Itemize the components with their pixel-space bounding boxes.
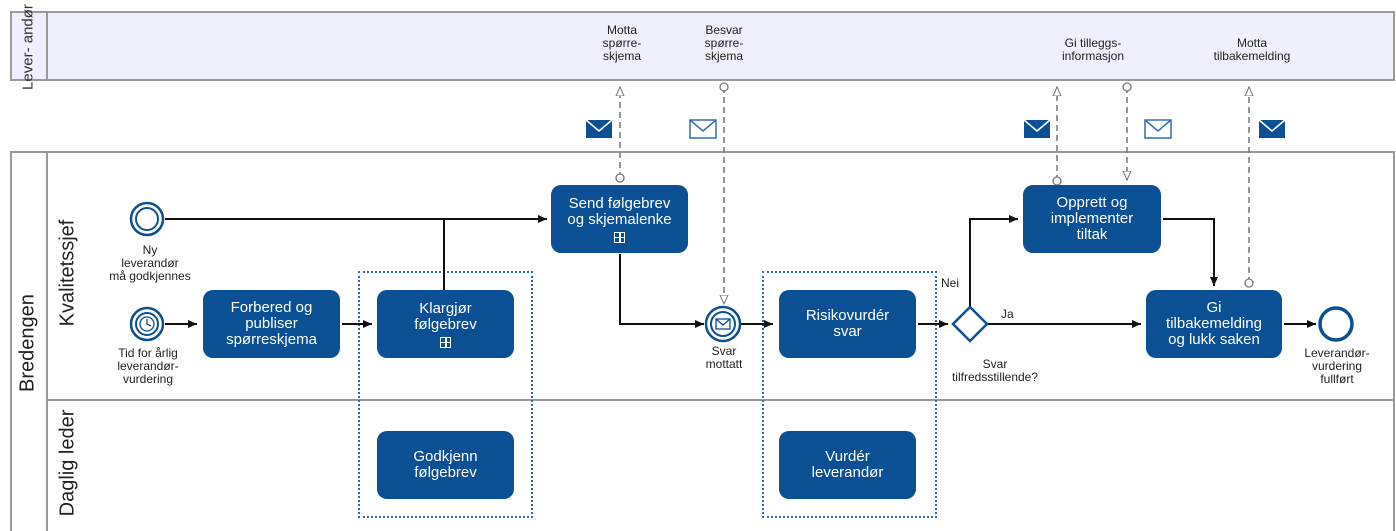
lane-separator (46, 399, 1393, 401)
exclusive-gateway[interactable] (951, 305, 989, 343)
task-label: Vurdér leverandør (811, 448, 884, 481)
supplier-pool: Lever- andør (10, 4, 1395, 90)
label-answer-questionnaire: Besvar spørre- skjema (704, 23, 744, 63)
company-pool-header: Bredengen (12, 153, 48, 531)
label-receive-feedback: Motta tilbakemelding (1213, 36, 1291, 63)
envelope-icon (715, 318, 731, 330)
task-send-letter[interactable]: Send følgebrev og skjemalenke (551, 185, 688, 253)
start-event-timer[interactable] (129, 306, 165, 342)
task-label: Gi tilbakemelding og lukk saken (1166, 299, 1262, 348)
task-label: Opprett og implementer tiltak (1050, 194, 1134, 243)
task-label: Godkjenn følgebrev (413, 448, 478, 481)
label-gateway-yes: Ja (1001, 307, 1014, 321)
task-label: Send følgebrev og skjemalenke (567, 194, 672, 228)
supplier-pool-header: Lever- andør (12, 4, 48, 90)
label-gateway: Svar tilfredsstillende? (951, 357, 1039, 384)
envelope-outline-icon (1144, 119, 1172, 139)
end-event[interactable] (1318, 306, 1354, 342)
sequence-flows (165, 215, 1316, 328)
label-gateway-no: Nei (941, 276, 960, 290)
message-flows (620, 87, 1249, 304)
plus-square-icon[interactable] (614, 231, 625, 243)
label-annual-timer: Tid for årlig leverandør- vurdering (117, 346, 179, 386)
start-event-new-supplier[interactable] (129, 201, 165, 237)
label-receive-questionnaire: Motta spørre- skjema (602, 23, 642, 63)
label-new-supplier: Ny leverandør må godkjennes (109, 243, 191, 283)
task-risk-assess[interactable]: Risikovurdér svar (779, 290, 916, 358)
task-prepare-letter[interactable]: Klargjør følgebrev (377, 290, 514, 358)
group-risk-assessment (762, 271, 937, 518)
envelope-filled-icon (585, 119, 613, 138)
task-label: Risikovurdér svar (805, 307, 890, 340)
flow-implement-to-feedback (1163, 218, 1218, 286)
task-approve-letter[interactable]: Godkjenn følgebrev (377, 431, 514, 499)
task-label: Klargjør følgebrev (414, 299, 477, 333)
task-prepare-publish[interactable]: Forbered og publiser spørreskjema (203, 290, 340, 358)
envelope-outline-icon (689, 119, 717, 139)
envelope-filled-icon (1258, 119, 1286, 138)
label-reply-received: Svar mottatt (705, 344, 743, 371)
message-flow-origins (615, 82, 1254, 288)
task-give-feedback[interactable]: Gi tilbakemelding og lukk saken (1146, 290, 1282, 358)
task-label: Forbered og publiser spørreskjema (226, 299, 317, 348)
intermediate-event-reply-received[interactable] (704, 305, 742, 343)
flow-send-to-reply (619, 254, 704, 328)
envelope-filled-icon (1023, 119, 1051, 138)
task-create-implement[interactable]: Opprett og implementer tiltak (1023, 185, 1161, 253)
flow-gateway-no (969, 215, 1018, 307)
plus-square-icon[interactable] (440, 336, 451, 348)
label-additional-info: Gi tilleggs- informasjon (1061, 36, 1125, 63)
group-letter-approval (358, 271, 533, 518)
label-end-event: Leverandør- vurdering fullført (1304, 346, 1370, 386)
task-assess-supplier[interactable]: Vurdér leverandør (779, 431, 916, 499)
timer-icon (139, 316, 155, 332)
